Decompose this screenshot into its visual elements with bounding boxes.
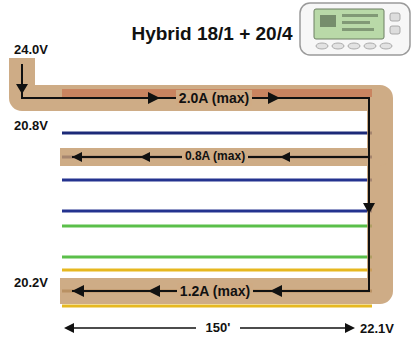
arrowhead xyxy=(140,152,150,162)
arrowhead xyxy=(268,92,280,104)
yellow-wire xyxy=(62,305,372,308)
arrowhead xyxy=(280,152,290,162)
current-label: 1.2A (max) xyxy=(177,283,253,299)
voltage-label: 20.8V xyxy=(14,119,48,134)
arrowhead xyxy=(72,285,84,297)
voltage-label: 22.1V xyxy=(360,322,394,337)
dimension-stroke xyxy=(68,327,196,329)
arrowhead xyxy=(363,203,375,214)
arrowhead xyxy=(72,152,82,162)
diagram-title: Hybrid 18/1 + 20/4 xyxy=(131,23,292,45)
blue-wire xyxy=(62,179,372,182)
voltage-label: 20.2V xyxy=(14,276,48,291)
green-wire xyxy=(62,225,372,228)
blue-wire xyxy=(62,132,372,135)
arrowhead xyxy=(345,323,355,333)
wire-bundle xyxy=(62,93,372,306)
arrowhead xyxy=(64,323,74,333)
current-band xyxy=(22,58,380,291)
arrowhead xyxy=(148,285,160,297)
arrowhead xyxy=(148,92,160,104)
voltage-label: 24.0V xyxy=(14,43,48,58)
flow-arrows xyxy=(22,64,369,291)
flow-line xyxy=(22,64,369,291)
arrowhead xyxy=(16,84,28,94)
dimension-stroke xyxy=(240,327,350,329)
thermostat-icon xyxy=(300,3,410,55)
current-label: 2.0A (max) xyxy=(176,90,252,106)
arrowheads xyxy=(16,84,375,297)
arrowhead xyxy=(270,285,282,297)
yellow-wire xyxy=(62,269,372,272)
blue-wire xyxy=(62,210,372,213)
current-path xyxy=(22,58,380,291)
current-label: 0.8A (max) xyxy=(182,150,248,164)
dimension-label: 150' xyxy=(203,321,234,336)
green-wire xyxy=(62,256,372,259)
